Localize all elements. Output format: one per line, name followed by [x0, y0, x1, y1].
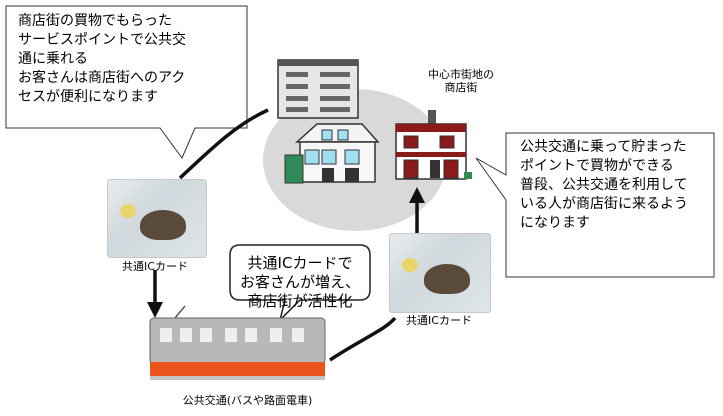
- tram-icon: [149, 305, 326, 380]
- callout-top-left-text: 商店街の買物でもらった サービスポイントで公共交 通に乗れる お客さんは商店街へ…: [18, 13, 186, 105]
- callout-right-text: 公共交通に乗って貯まった ポイントで買物ができる 普段、公共交通を利用して いる…: [520, 139, 688, 231]
- arrowhead-down: [147, 302, 163, 318]
- green-house-icon: [284, 123, 380, 184]
- card-chip-icon: [120, 204, 136, 218]
- card-left-label: 共通ICカード: [122, 260, 188, 273]
- card-building-icon: [140, 210, 186, 240]
- arrow-transit-to-card: [329, 316, 397, 362]
- transit-label: 公共交通(バスや路面電車): [182, 394, 313, 407]
- arrowhead-up: [409, 187, 425, 203]
- ic-card-left: [107, 179, 207, 258]
- arrow-card-to-street: [178, 108, 269, 180]
- shopping-street-label: 中心市街地の 商店街: [428, 68, 494, 94]
- speech-bubble: [229, 244, 371, 323]
- callout-top-left-box: [5, 5, 248, 159]
- speech-bubble-text: 共通ICカードで お客さんが増え、 商店街が活性化: [239, 254, 360, 310]
- red-shop-icon: [395, 110, 472, 180]
- card-chip-icon: [402, 258, 418, 272]
- ic-card-right: [389, 233, 491, 313]
- callout-right-box: [475, 132, 715, 278]
- card-building-icon: [424, 264, 470, 294]
- office-building-icon: [277, 59, 359, 119]
- card-right-label: 共通ICカード: [406, 314, 472, 327]
